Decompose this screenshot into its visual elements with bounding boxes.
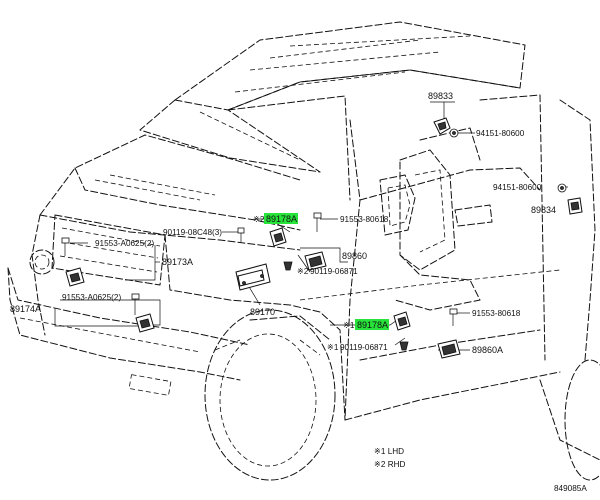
mark-rhd-top: ※2 bbox=[253, 215, 265, 224]
bolt-91553-A0625-a-icon bbox=[61, 237, 70, 256]
bolt-91553-80618-a-icon bbox=[313, 212, 322, 232]
part-89178A-top-icon bbox=[269, 227, 287, 247]
bolt-91553-A0625-b-icon bbox=[131, 293, 140, 315]
bolt-90119-06871-a-icon bbox=[283, 261, 293, 271]
mark-rhd-mid: ※2 bbox=[297, 267, 309, 276]
label-90119-06871-a[interactable]: 90119-06871 bbox=[310, 267, 358, 276]
label-94151-80600-a[interactable]: 94151-80600 bbox=[476, 129, 525, 138]
label-89178A-top[interactable]: 89178A bbox=[266, 214, 297, 224]
legend-lhd: ※1 LHD bbox=[374, 447, 404, 456]
label-89860[interactable]: 89860 bbox=[342, 251, 367, 261]
part-89833-icon bbox=[433, 117, 451, 135]
label-94151-80600-b[interactable]: 94151-80600 bbox=[493, 183, 542, 192]
label-89833[interactable]: 89833 bbox=[428, 91, 453, 101]
legend-rhd: ※2 RHD bbox=[374, 460, 406, 469]
part-89173A-icon bbox=[65, 267, 85, 287]
figure-id: 849085A bbox=[554, 484, 587, 493]
label-89173A[interactable]: 89173A bbox=[162, 257, 193, 267]
parts bbox=[61, 117, 583, 359]
label-89178A-bot[interactable]: 89178A bbox=[357, 320, 388, 330]
bolt-91553-80618-b-icon bbox=[449, 308, 458, 326]
label-90119-06871-b[interactable]: 90119-06871 bbox=[340, 343, 388, 352]
part-89178A-bot-icon bbox=[393, 311, 411, 331]
mark-lhd-bot: ※1 bbox=[327, 343, 339, 352]
label-89174A[interactable]: 89174A bbox=[10, 304, 41, 314]
label-89860A[interactable]: 89860A bbox=[472, 345, 503, 355]
label-91553-80618-b[interactable]: 91553-80618 bbox=[472, 309, 521, 318]
part-89834-icon bbox=[567, 197, 583, 215]
vehicle-outline bbox=[7, 21, 600, 481]
legend: ※1 LHD ※2 RHD bbox=[374, 447, 406, 469]
bolt-90119-06871-b-icon bbox=[399, 341, 409, 351]
part-labels: 89833 94151-80600 94151-80600 89834 ※2 8… bbox=[10, 91, 556, 355]
part-89174A-icon bbox=[135, 313, 155, 333]
part-89170-icon bbox=[235, 263, 271, 291]
highlight-89178A-bot bbox=[355, 319, 389, 330]
label-89170[interactable]: 89170 bbox=[250, 307, 275, 317]
label-89834[interactable]: 89834 bbox=[531, 205, 556, 215]
nut-94151-80600-a-icon bbox=[449, 128, 459, 138]
part-89860-icon bbox=[304, 251, 327, 271]
label-91553-A0625-a[interactable]: 91553-A0625(2) bbox=[95, 239, 154, 248]
label-91553-A0625-b[interactable]: 91553-A0625(2) bbox=[62, 293, 121, 302]
mark-lhd-mid: ※1 bbox=[343, 321, 355, 330]
highlight-89178A-top bbox=[264, 213, 298, 224]
nut-94151-80600-b-icon bbox=[557, 183, 567, 193]
label-90119-08C48[interactable]: 90119-08C48(3) bbox=[163, 228, 222, 237]
bolt-90119-08C48-icon bbox=[237, 227, 245, 242]
part-89860A-icon bbox=[437, 339, 461, 359]
label-91553-80618-a[interactable]: 91553-80618 bbox=[340, 215, 389, 224]
